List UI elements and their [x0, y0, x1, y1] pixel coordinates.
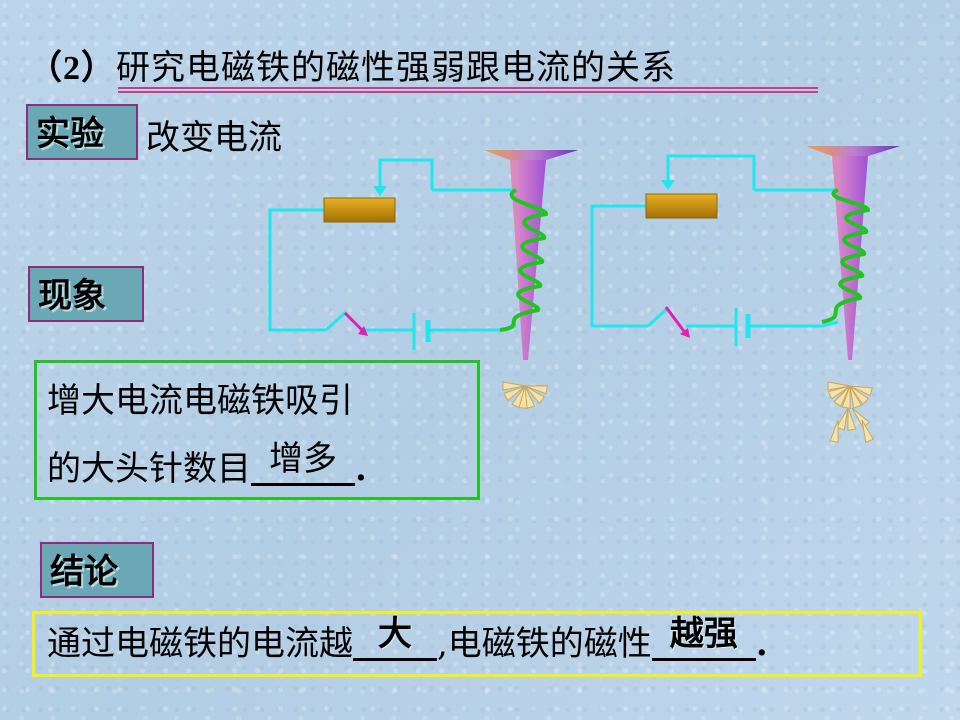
title-number: （2） — [28, 50, 116, 87]
switch-blade — [324, 310, 348, 332]
attracted-pins — [502, 381, 548, 409]
experiment-tag: 实验 — [26, 104, 138, 160]
experiment-text: 改变电流 — [146, 118, 282, 158]
circuit-left — [268, 150, 578, 409]
switch-blade — [646, 306, 670, 328]
switch-arrow — [664, 306, 688, 335]
slide-title: （2）研究电磁铁的磁性强弱跟电流的关系 — [28, 40, 676, 89]
phenomenon-answer: 增多 — [269, 439, 337, 479]
conclusion-prefix: 通过电磁铁的电流越 — [47, 624, 353, 664]
rheostat — [645, 193, 718, 219]
iron-core — [806, 146, 900, 360]
coil — [821, 188, 871, 324]
phenomenon-prefix: 的大头针数目 — [47, 449, 251, 489]
conclusion-answer2-blank: 越强 — [651, 614, 756, 661]
phenomenon-answer-blank: 增多 — [251, 439, 355, 486]
slider-arrow — [661, 180, 675, 190]
title-underline — [118, 87, 818, 89]
wire-right — [590, 154, 839, 328]
conclusion-answer2: 越强 — [669, 614, 738, 654]
slider-arrow — [373, 186, 387, 196]
conclusion-end: . — [755, 624, 768, 664]
attracted-pins — [827, 381, 874, 443]
conclusion-tag: 结论 — [40, 542, 154, 598]
wire-left — [268, 158, 517, 332]
phenomenon-line-1: 增大电流电磁铁吸引 — [47, 381, 353, 421]
conclusion-answer1-blank: 大 — [353, 614, 437, 661]
conclusion-mid: ,电磁铁的磁性 — [437, 624, 652, 664]
phenomenon-end: . — [355, 449, 367, 489]
conclusion-answer1: 大 — [378, 614, 412, 654]
circuit-right — [590, 146, 900, 443]
rheostat — [323, 197, 396, 223]
phenomenon-box: 增大电流电磁铁吸引 的大头针数目增多. — [34, 360, 480, 500]
phenomenon-line-2: 的大头针数目增多. — [47, 435, 477, 503]
phenomenon-tag: 现象 — [28, 266, 144, 322]
switch-arrow — [343, 311, 366, 334]
coil — [499, 188, 549, 332]
title-text: 研究电磁铁的磁性强弱跟电流的关系 — [116, 48, 676, 88]
conclusion-box: 通过电磁铁的电流越大 ,电磁铁的磁性越强. — [32, 611, 922, 677]
